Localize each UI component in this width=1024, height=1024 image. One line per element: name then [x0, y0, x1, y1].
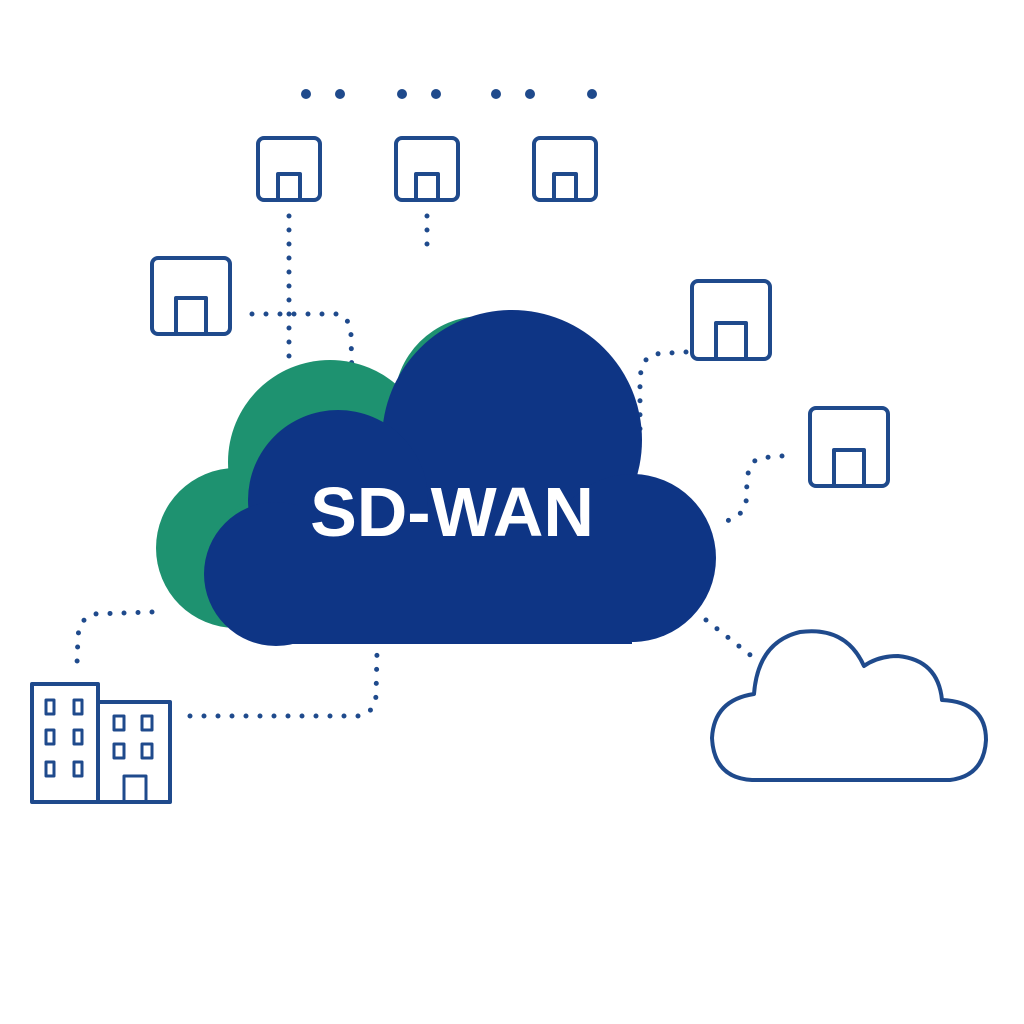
link-branch-left — [249, 311, 355, 381]
branch-office-icon — [150, 256, 232, 336]
sd-wan-cloud: SD-WAN — [156, 310, 716, 646]
link-public-cloud — [703, 617, 757, 661]
link-headquarters-right — [187, 649, 380, 719]
headquarters-building-icon — [30, 682, 172, 804]
branch-office-icon — [690, 279, 772, 361]
link-headquarters-top — [74, 609, 155, 667]
branch-office-icon — [394, 136, 460, 202]
link-branch-right-upper — [637, 349, 689, 441]
branch-office-icon — [256, 136, 322, 202]
link-branch-right-lower — [717, 453, 785, 525]
ellipsis-dots — [301, 89, 597, 99]
branch-office-icon — [808, 406, 890, 488]
branch-office-icon — [532, 136, 598, 202]
sd-wan-cloud-body — [204, 310, 716, 646]
cloud-outline-icon — [710, 629, 988, 782]
connection-lines — [74, 213, 785, 719]
sd-wan-label: SD-WAN — [310, 473, 594, 551]
